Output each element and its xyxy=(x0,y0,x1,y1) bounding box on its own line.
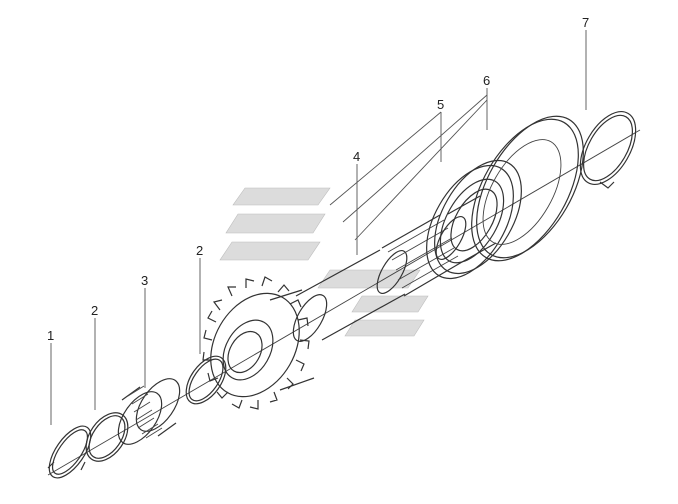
part-7-snap-ring xyxy=(579,111,637,189)
part-1-snap-ring xyxy=(47,425,92,479)
leader-lines xyxy=(50,30,587,425)
label-part-2-right: 2 xyxy=(196,243,203,258)
part-6-flange-plate xyxy=(471,115,584,262)
label-part-6: 6 xyxy=(483,73,490,88)
part-2-washer-left xyxy=(85,412,129,462)
label-part-7: 7 xyxy=(582,15,589,30)
parts-catalog-logo-watermark xyxy=(219,187,429,337)
label-part-5: 5 xyxy=(437,97,444,112)
label-part-2-left: 2 xyxy=(91,303,98,318)
part-4-main-shaft xyxy=(292,195,497,342)
label-part-1: 1 xyxy=(47,328,54,343)
part-3-needle-bearing xyxy=(117,378,181,445)
center-axis xyxy=(47,129,641,476)
part-5-ball-bearing xyxy=(426,159,522,280)
gear xyxy=(202,276,315,410)
label-part-4: 4 xyxy=(353,149,360,164)
label-part-3: 3 xyxy=(141,273,148,288)
part-2-washer-right xyxy=(185,355,227,405)
